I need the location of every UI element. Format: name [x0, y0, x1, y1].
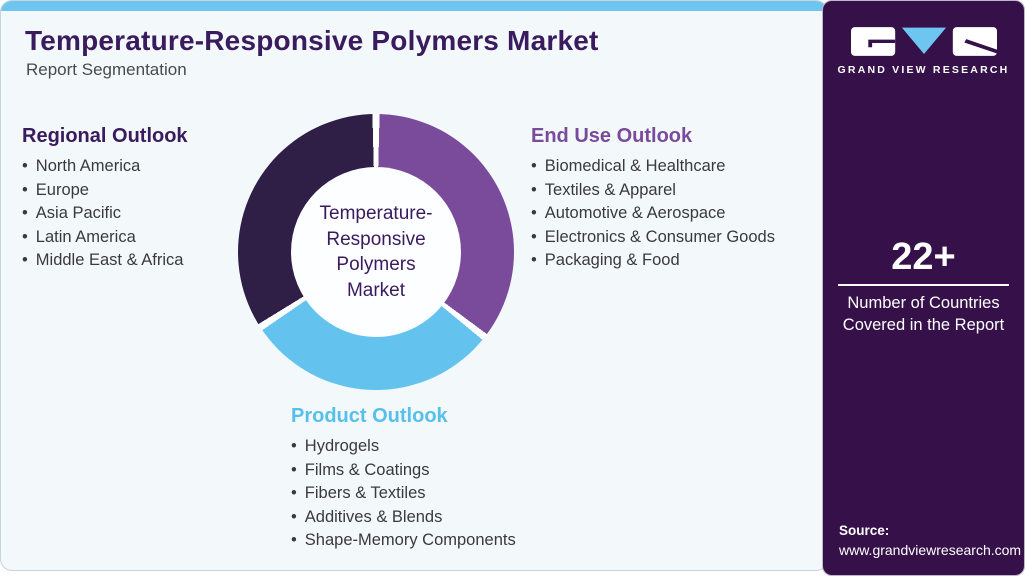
product-outlook-list: Hydrogels Films & Coatings Fibers & Text…	[291, 435, 591, 553]
source-url: www.grandviewresearch.com	[839, 542, 1022, 558]
donut-center-line: Polymers	[336, 254, 416, 275]
segmentation-donut-chart: Temperature- Responsive Polymers Market	[238, 114, 514, 390]
source-block: Source: www.grandviewresearch.com	[839, 523, 1022, 558]
list-item: Asia Pacific	[22, 202, 267, 226]
list-item: Films & Coatings	[291, 459, 591, 483]
product-outlook-section: Product Outlook Hydrogels Films & Coatin…	[291, 405, 591, 553]
list-item: Biomedical & Healthcare	[531, 155, 827, 179]
end-use-outlook-section: End Use Outlook Biomedical & Healthcare …	[531, 125, 827, 273]
list-item: Latin America	[22, 226, 267, 250]
donut-center-line: Market	[346, 279, 406, 301]
countries-stat: 22+ Number of Countries Covered in the R…	[823, 235, 1024, 336]
list-item: Fibers & Textiles	[291, 482, 591, 506]
page-subtitle: Report Segmentation	[26, 60, 187, 79]
list-item: Textiles & Apparel	[531, 179, 827, 203]
list-item: Additives & Blends	[291, 506, 591, 530]
gvr-logo-text: GRAND VIEW RESEARCH	[837, 64, 1010, 76]
stat-divider	[838, 284, 1009, 286]
regional-outlook-list: North America Europe Asia Pacific Latin …	[22, 155, 267, 273]
top-accent-bar	[1, 1, 827, 11]
list-item: North America	[22, 155, 267, 179]
list-item: Middle East & Africa	[22, 249, 267, 273]
regional-outlook-title: Regional Outlook	[22, 125, 188, 147]
end-use-outlook-list: Biomedical & Healthcare Textiles & Appar…	[531, 155, 827, 273]
report-card: Temperature-Responsive Polymers Market R…	[0, 0, 828, 571]
source-label: Source:	[839, 523, 890, 538]
countries-count: 22+	[891, 236, 956, 278]
list-item: Shape-Memory Components	[291, 529, 591, 553]
sidebar: GRAND VIEW RESEARCH 22+ Number of Countr…	[822, 0, 1025, 576]
donut-center-line: Temperature-	[319, 203, 433, 224]
list-item: Hydrogels	[291, 435, 591, 459]
gvr-logo: GRAND VIEW RESEARCH	[823, 27, 1024, 76]
end-use-outlook-title: End Use Outlook	[531, 125, 693, 147]
product-outlook-title: Product Outlook	[291, 405, 448, 427]
donut-center-label: Temperature- Responsive Polymers Market	[291, 167, 461, 337]
donut-center-line: Responsive	[326, 228, 426, 250]
regional-outlook-section: Regional Outlook North America Europe As…	[22, 125, 267, 273]
list-item: Electronics & Consumer Goods	[531, 226, 827, 250]
list-item: Automotive & Aerospace	[531, 202, 827, 226]
list-item: Europe	[22, 179, 267, 203]
page-title: Temperature-Responsive Polymers Market	[25, 25, 599, 56]
list-item: Packaging & Food	[531, 249, 827, 273]
countries-stat-label: Number of Countries Covered in the Repor…	[842, 294, 1005, 334]
gvr-logo-icon	[850, 27, 997, 56]
